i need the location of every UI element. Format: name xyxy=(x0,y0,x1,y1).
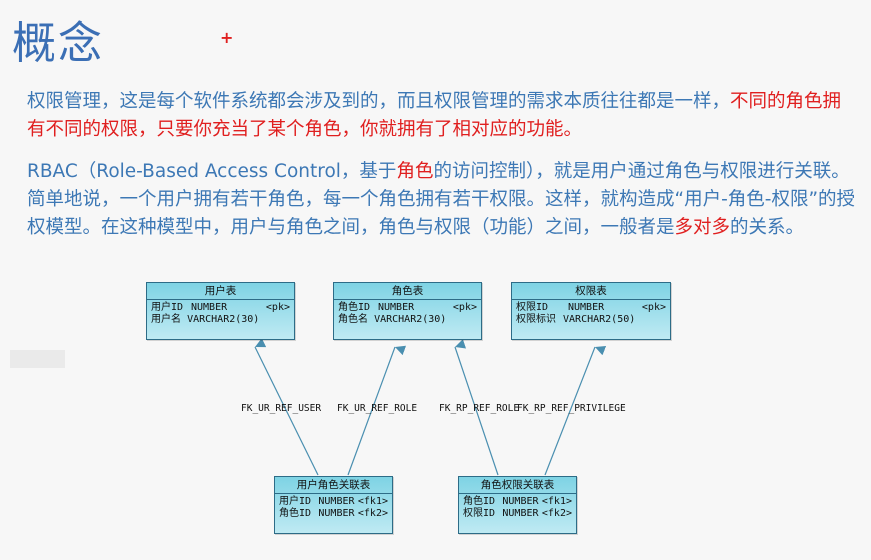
entity-role-privilege-title: 角色权限关联表 xyxy=(459,477,576,494)
rbac-text-2: 的访问控制），就是用户通过角色与权限进行关联。简单地说，一个用户拥有若干角色，每… xyxy=(27,161,856,238)
entity-privilege-title: 权限表 xyxy=(512,283,670,300)
intro-text: 权限管理，这是每个软件系统都会涉及到的，而且权限管理的需求本质往往都是一样， xyxy=(27,91,731,112)
intro-highlight: 不同的角色拥有不同的权限，只要你充当了某个角色，你就拥有了相对应的功能。 xyxy=(27,91,842,140)
rbac-text-3: 的关系。 xyxy=(730,217,805,238)
rbac-highlight-many: 多对多 xyxy=(674,217,731,238)
faint-artifact xyxy=(10,350,65,368)
rel-label-rp-privilege: FK_RP_REF_PRIVILEGE xyxy=(517,403,626,414)
rel-label-ur-role: FK_UR_REF_ROLE xyxy=(337,403,418,414)
rel-label-ur-user: FK_UR_REF_USER xyxy=(241,403,322,414)
rbac-text-1: RBAC（Role-Based Access Control，基于 xyxy=(27,161,397,182)
cursor-crosshair-icon: + xyxy=(220,28,234,47)
rbac-highlight-role: 角色 xyxy=(396,161,434,182)
intro-paragraph: 权限管理，这是每个软件系统都会涉及到的，而且权限管理的需求本质往往都是一样，不同… xyxy=(27,88,857,144)
entity-user-title: 用户表 xyxy=(147,283,294,300)
entity-user-role-title: 用户角色关联表 xyxy=(275,477,392,494)
rbac-paragraph: RBAC（Role-Based Access Control，基于角色的访问控制… xyxy=(27,158,857,242)
rel-label-rp-role: FK_RP_REF_ROLE xyxy=(439,403,520,414)
slide-title: 概念 xyxy=(12,18,104,69)
entity-role-title: 角色表 xyxy=(334,283,481,300)
